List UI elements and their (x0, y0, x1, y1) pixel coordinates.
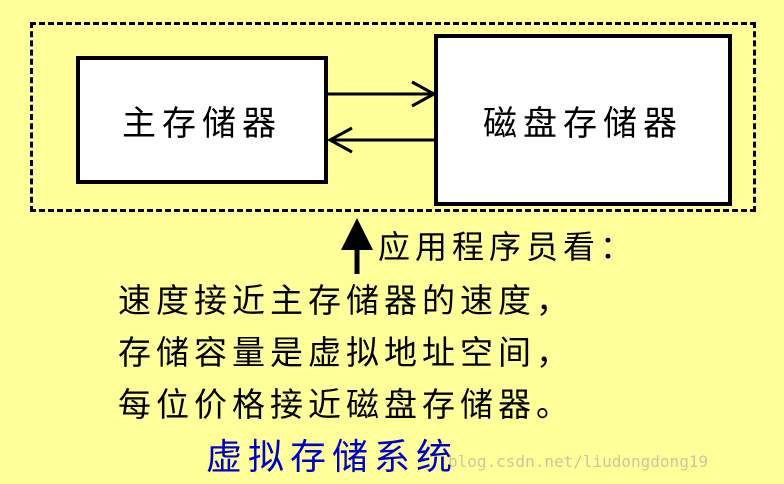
main-memory-label: 主存储器 (122, 103, 282, 144)
virtual-memory-boundary (30, 22, 756, 212)
arrow-viewer-up (341, 218, 373, 274)
disk-memory-box: 磁盘存储器 (434, 34, 732, 206)
description-line-1: 速度接近主存储器的速度， (118, 281, 574, 320)
arrow-main-to-disk (328, 80, 438, 108)
description-line-2: 存储容量是虚拟地址空间， (118, 333, 574, 372)
arrow-disk-to-main (326, 126, 434, 154)
disk-memory-label: 磁盘存储器 (483, 103, 683, 144)
system-title: 虚拟存储系统 (206, 437, 459, 478)
viewer-label: 应用程序员看： (378, 228, 638, 266)
watermark: blog.csdn.net/liudongdong19 (448, 452, 709, 471)
description-line-3: 每位价格接近磁盘存储器。 (118, 385, 574, 424)
main-memory-box: 主存储器 (76, 56, 328, 184)
